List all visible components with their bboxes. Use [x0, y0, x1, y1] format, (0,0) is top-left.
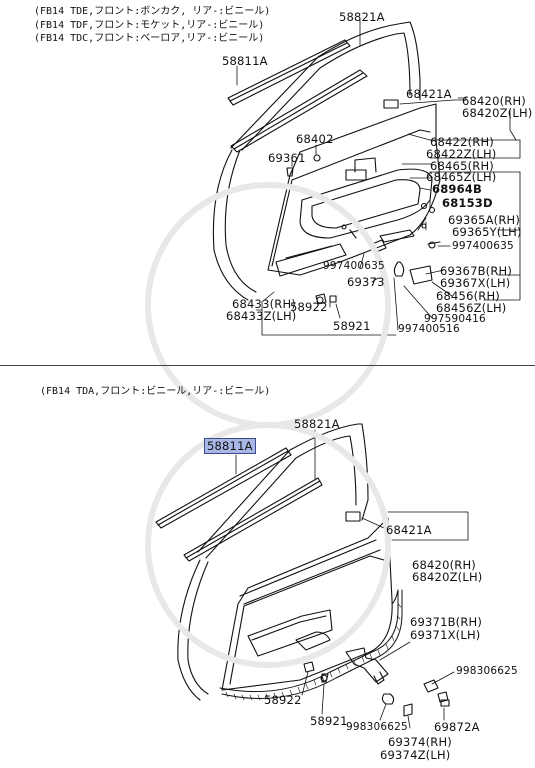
part-68433z-lh[interactable]: 68433Z(LH): [226, 309, 297, 323]
part-58921-bottom[interactable]: 58921: [310, 714, 348, 728]
part-997400516[interactable]: 997400516: [398, 323, 460, 335]
part-58821A-bottom[interactable]: 58821A: [294, 417, 340, 431]
part-69365y-lh[interactable]: 69365Y(LH): [452, 225, 522, 239]
part-69373[interactable]: 69373: [347, 275, 385, 289]
part-58921[interactable]: 58921: [333, 319, 371, 333]
part-68465-rh[interactable]: 68465(RH): [430, 159, 494, 173]
variant-header-tdf: (FB14 TDF,フロント:モケット,リア-:ビニール): [34, 20, 265, 31]
part-68153D[interactable]: 68153D: [442, 196, 493, 210]
door-body-outline: [212, 149, 249, 301]
door-window-frame-inner: [241, 32, 411, 151]
part-69361[interactable]: 69361: [268, 151, 306, 165]
part-69371b-rh[interactable]: 69371B(RH): [410, 615, 483, 629]
part-68420z-lh-bottom[interactable]: 68420Z(LH): [412, 570, 483, 584]
part-58922-bottom[interactable]: 58922: [264, 693, 302, 707]
variant-header-tdc: (FB14 TDC,フロント:ベーロア,リア-:ビニール): [34, 33, 265, 44]
part-69374-rh[interactable]: 69374(RH): [388, 735, 452, 749]
part-997590416[interactable]: 997590416: [424, 313, 486, 325]
variant-header-tde: (FB14 TDE,フロント:ボンカク, リア-:ビニール): [34, 6, 271, 17]
part-68964B[interactable]: 68964B: [432, 182, 482, 196]
part-69367b-rh[interactable]: 69367B(RH): [440, 264, 513, 278]
weatherstrip-outer: [227, 39, 351, 106]
part-58821A[interactable]: 58821A: [339, 10, 385, 24]
watermark-crest: [145, 182, 391, 668]
part-69374z-lh[interactable]: 69374Z(LH): [380, 748, 451, 762]
part-68433-rh[interactable]: 68433(RH): [232, 297, 296, 311]
part-58922[interactable]: 58922: [290, 300, 328, 314]
part-997400635-b[interactable]: 997400635: [323, 260, 385, 272]
part-68421A[interactable]: 68421A: [406, 87, 452, 101]
part-68402[interactable]: 68402: [296, 132, 334, 146]
part-68420-rh[interactable]: 68420(RH): [462, 94, 526, 108]
part-68421A-bottom[interactable]: 68421A: [386, 523, 432, 537]
part-998306625-b[interactable]: 998306625: [346, 721, 408, 733]
part-68456-rh[interactable]: 68456(RH): [436, 289, 500, 303]
part-69872A[interactable]: 69872A: [434, 720, 480, 734]
section-divider: [0, 365, 535, 366]
door-window-frame: [230, 21, 421, 149]
part-68422z-lh[interactable]: 68422Z(LH): [426, 147, 497, 161]
part-69367x-lh[interactable]: 69367X(LH): [440, 276, 511, 290]
variant-header-tda: (FB14 TDA,フロント:ビニール,リア-:ビニール): [40, 386, 271, 397]
door-trim-panel: [267, 103, 441, 276]
part-68456z-lh[interactable]: 68456Z(LH): [436, 301, 507, 315]
part-997400635[interactable]: 997400635: [452, 240, 514, 252]
part-58811A-highlighted[interactable]: 58811A: [204, 438, 256, 454]
part-68465z-lh[interactable]: 68465Z(LH): [426, 170, 497, 184]
weatherstrip-inner: [230, 69, 368, 153]
part-68420-rh-bottom[interactable]: 68420(RH): [412, 558, 476, 572]
part-998306625[interactable]: 998306625: [456, 665, 518, 677]
part-68420z-lh[interactable]: 68420Z(LH): [462, 106, 533, 120]
armrest: [299, 168, 433, 239]
part-68422-rh[interactable]: 68422(RH): [430, 135, 494, 149]
part-69371x-lh[interactable]: 69371X(LH): [410, 628, 481, 642]
part-69365a-rh[interactable]: 69365A(RH): [448, 213, 521, 227]
part-58811A[interactable]: 58811A: [222, 54, 268, 68]
